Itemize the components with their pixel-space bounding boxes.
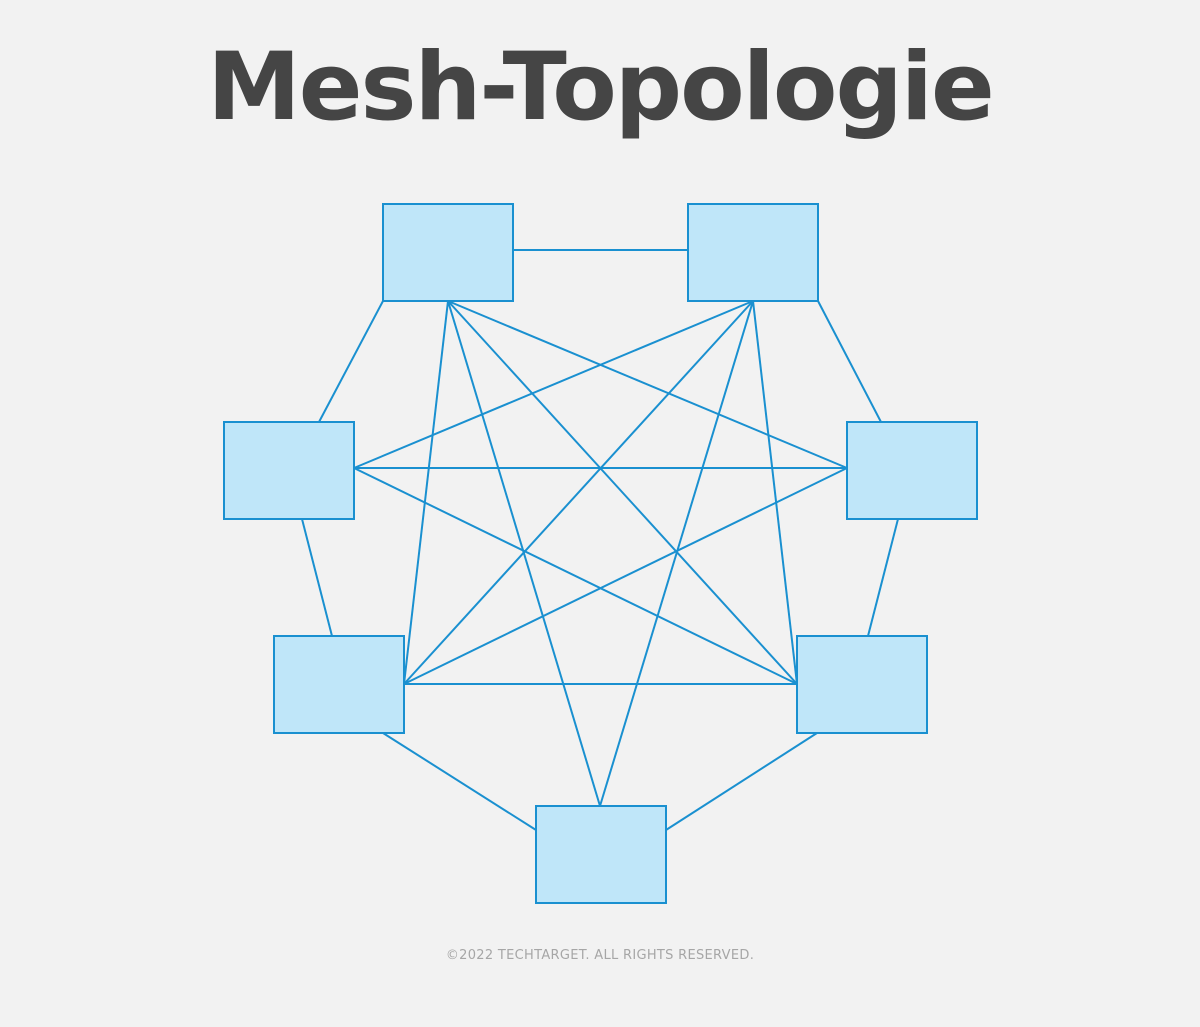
network-node-lower-left — [273, 635, 405, 734]
network-node-mid-left — [223, 421, 355, 520]
network-nodes — [223, 203, 978, 904]
copyright-footer: ©2022 TECHTARGET. ALL RIGHTS RESERVED. — [445, 948, 755, 963]
mesh-connection-line — [447, 300, 798, 685]
mesh-connection-line — [403, 300, 754, 685]
ring-connection-line — [867, 518, 899, 637]
network-node-top-right — [687, 203, 819, 302]
mesh-connection-line — [447, 300, 848, 469]
network-node-lower-right — [796, 635, 928, 734]
ring-connection-line — [318, 300, 384, 423]
mesh-connection-line — [752, 300, 798, 685]
mesh-connection-line — [353, 300, 754, 469]
mesh-connection-line — [403, 467, 848, 685]
network-node-mid-right — [846, 421, 978, 520]
mesh-connection-line — [353, 467, 798, 685]
ring-connection-line — [382, 732, 537, 831]
diagram-title: Mesh-Topologie — [207, 33, 995, 142]
ring-connection-line — [817, 300, 882, 423]
mesh-connection-line — [599, 300, 754, 807]
network-node-bottom — [535, 805, 667, 904]
network-node-top-left — [382, 203, 514, 302]
ring-connection-line — [665, 732, 818, 831]
mesh-connection-line — [403, 300, 449, 685]
connection-lines — [301, 249, 899, 831]
ring-connection-line — [301, 518, 333, 637]
